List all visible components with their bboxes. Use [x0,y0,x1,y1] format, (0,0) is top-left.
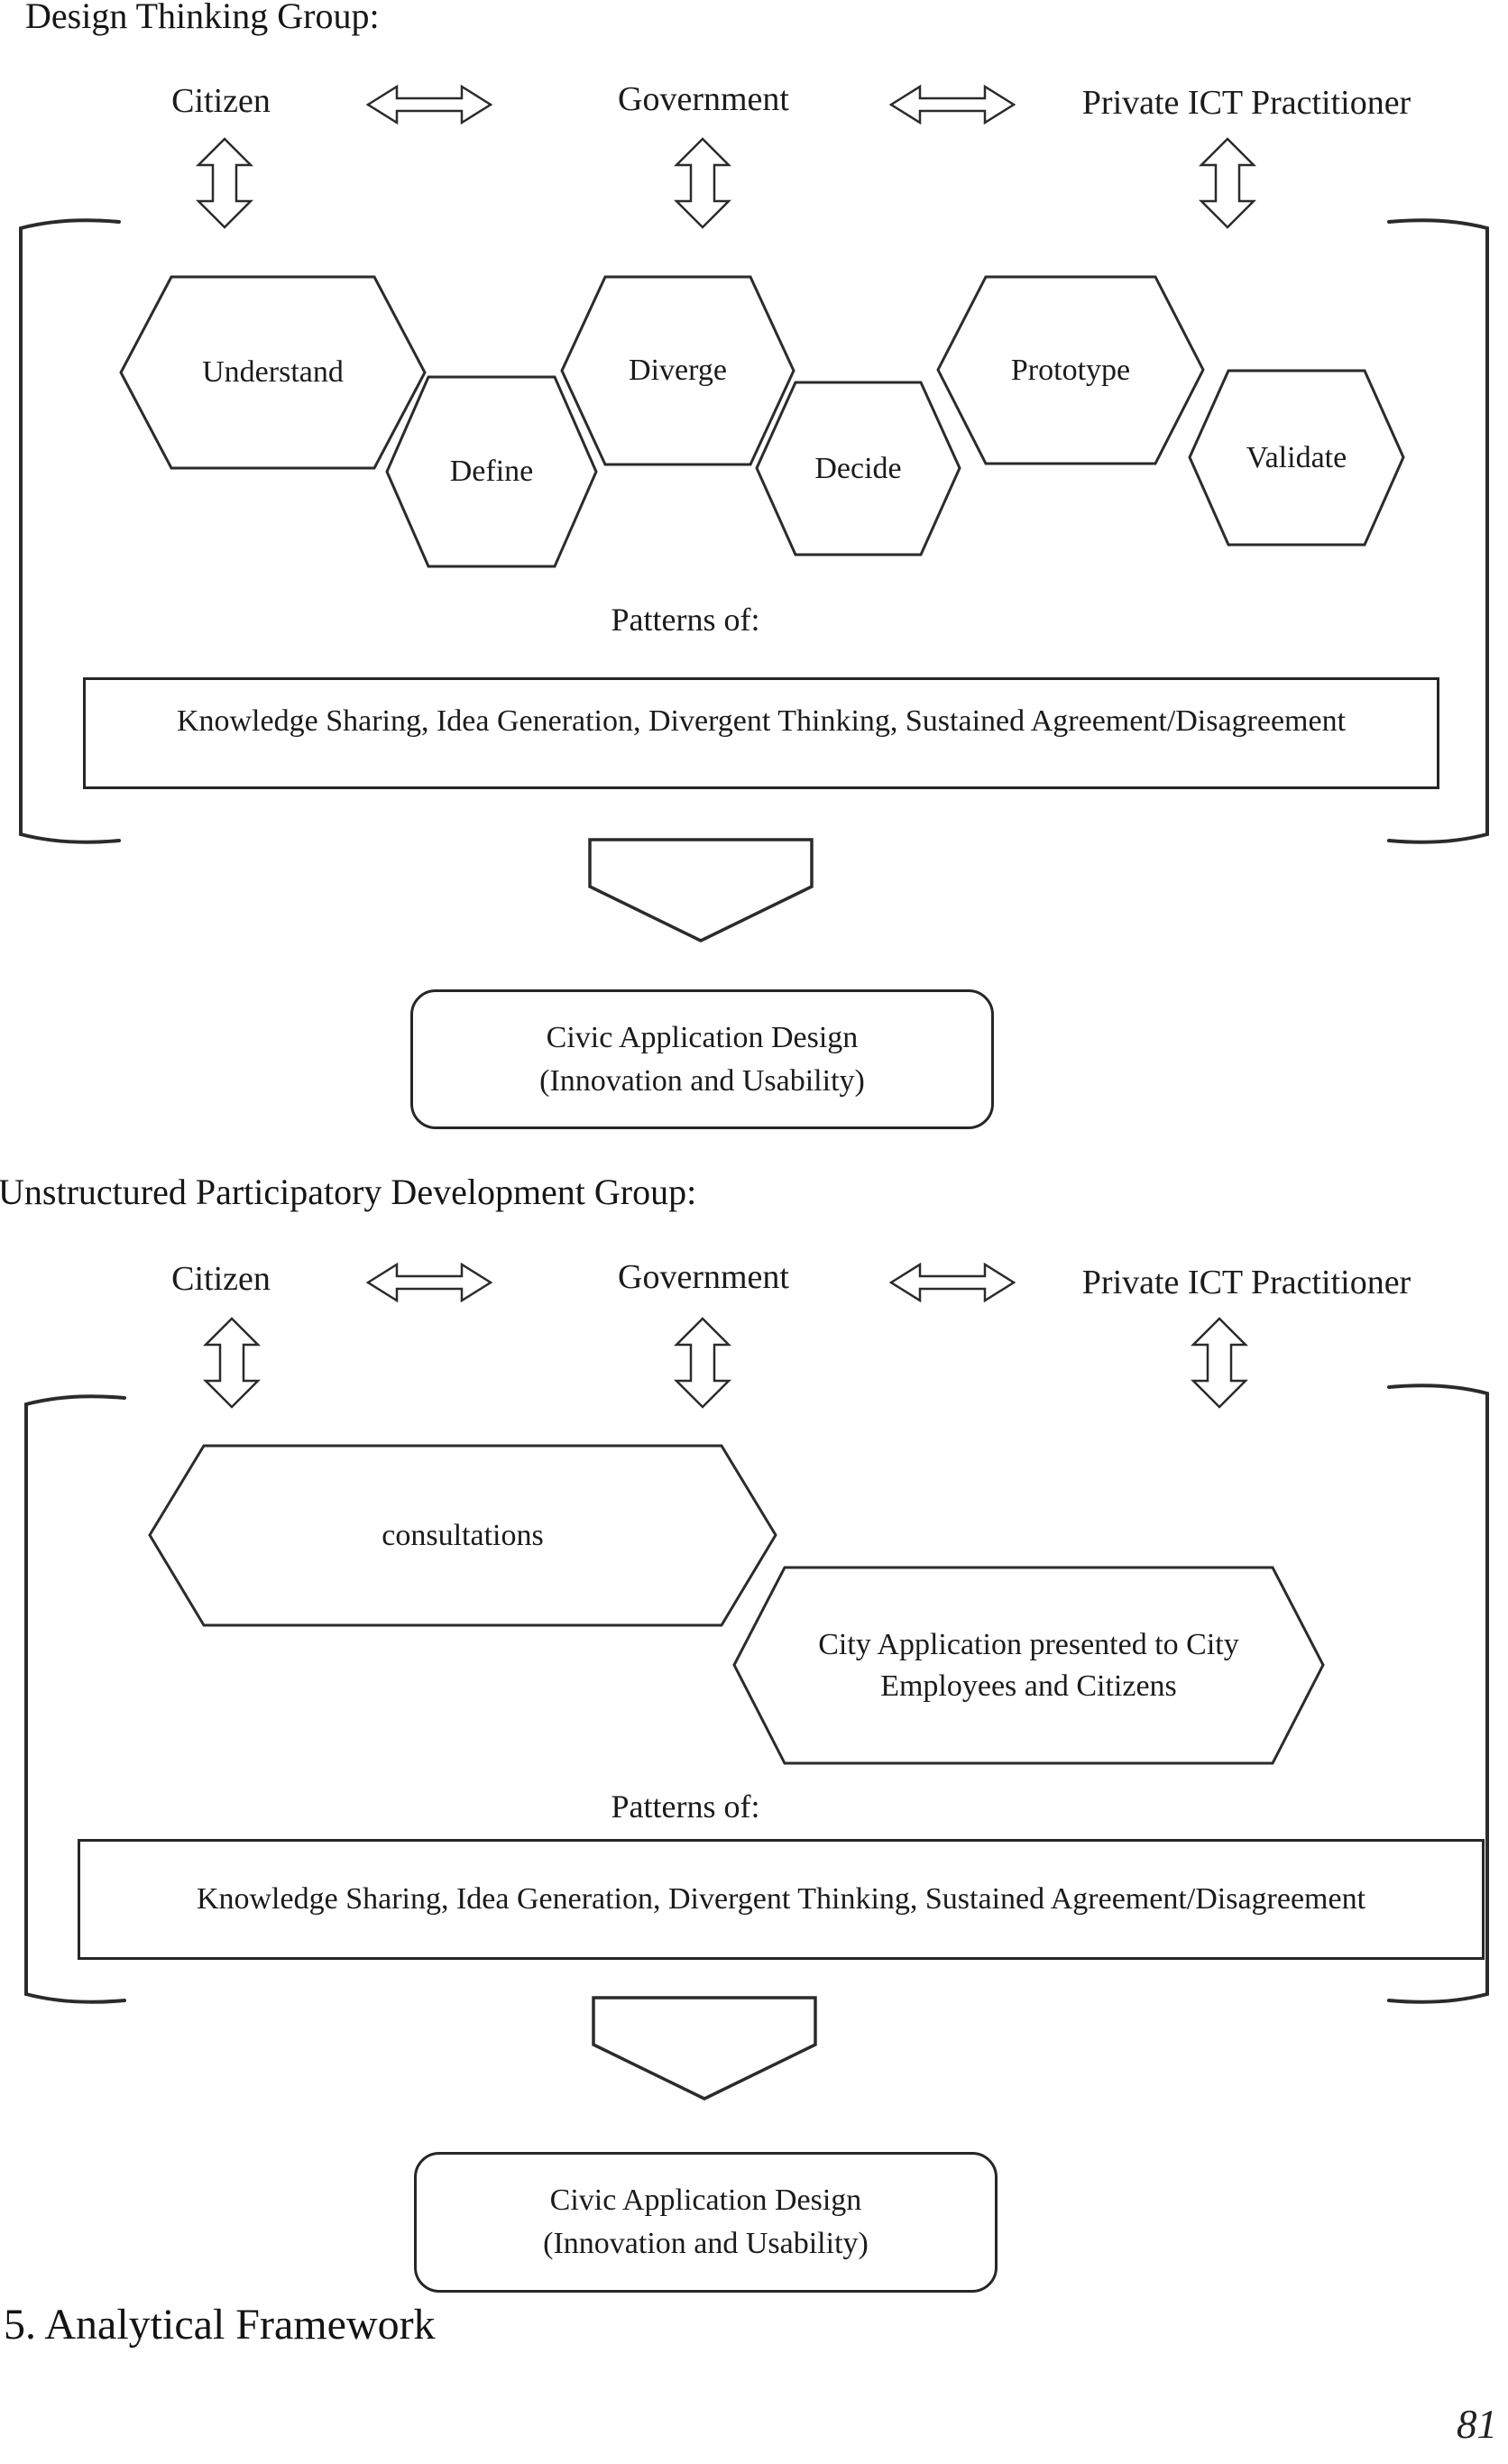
double-arrow-horizontal-icon [888,1262,1016,1303]
hex-label: Understand [202,355,344,390]
patterns-label: Patterns of: [611,1788,760,1825]
hex-label: consultations [382,1518,544,1552]
flow-down-arrow-icon [587,837,814,943]
hex-label: Diverge [629,354,727,388]
actor-label-government: Government [618,80,789,118]
group-bracket-right [1387,1382,1501,2006]
double-arrow-vertical-icon [195,137,254,229]
group-bracket-left [13,1393,126,2006]
outcome-line-1: Civic Application Design [549,2184,862,2218]
actor-label-government: Government [618,1258,789,1296]
actor-label-citizen: Citizen [171,82,271,120]
hex-diverge: Diverge [560,275,795,466]
flow-down-arrow-icon [591,1995,818,2101]
double-arrow-vertical-icon [202,1317,262,1409]
hex-city-application: City Application presented to City Emplo… [732,1566,1325,1765]
actor-label-private-ict: Private ICT Practitioner [1081,84,1411,122]
patterns-box: Knowledge Sharing, Idea Generation, Dive… [83,677,1439,789]
patterns-label: Patterns of: [611,602,760,638]
outcome-line-2: (Innovation and Usability) [543,2227,869,2260]
hex-label: Validate [1246,440,1347,474]
actor-label-citizen: Citizen [171,1260,271,1298]
hex-label: Define [449,455,534,489]
hex-consultations: consultations [148,1444,777,1627]
patterns-box: Knowledge Sharing, Idea Generation, Dive… [78,1839,1485,1960]
double-arrow-horizontal-icon [365,1262,493,1303]
hex-understand: Understand [119,275,427,470]
footer-heading: 5. Analytical Framework [4,2301,436,2349]
outcome-box: Civic Application Design (Innovation and… [410,989,994,1129]
hex-define: Define [385,375,598,568]
hex-label-line-1: City Application presented to City [818,1627,1239,1661]
hex-validate: Validate [1188,369,1405,547]
section-2-title: Unstructured Participatory Development G… [0,1172,697,1212]
double-arrow-vertical-icon [673,137,732,229]
hex-prototype: Prototype [936,275,1205,465]
outcome-box: Civic Application Design (Innovation and… [414,2152,998,2293]
double-arrow-vertical-icon [673,1317,732,1409]
hex-decide: Decide [755,381,961,556]
page-number: 81 [1457,2402,1497,2447]
outcome-line-2: (Innovation and Usability) [539,1063,865,1098]
patterns-text: Knowledge Sharing, Idea Generation, Dive… [176,704,1347,738]
group-bracket-right [1387,216,1501,846]
hex-label-line-2: Employees and Citizens [880,1669,1177,1703]
hex-label: Prototype [1010,353,1131,387]
double-arrow-vertical-icon [1198,137,1257,229]
outcome-line-1: Civic Application Design [546,1020,859,1054]
section-1-title: Design Thinking Group: [25,0,380,36]
double-arrow-horizontal-icon [888,84,1016,125]
double-arrow-horizontal-icon [365,84,493,125]
double-arrow-vertical-icon [1190,1317,1249,1409]
patterns-text: Knowledge Sharing, Idea Generation, Dive… [196,1882,1366,1916]
actor-label-private-ict: Private ICT Practitioner [1081,1264,1411,1301]
hex-label: Decide [814,451,902,485]
group-bracket-left [7,216,121,846]
hex-label: City Application presented to City Emplo… [732,1566,1325,1765]
